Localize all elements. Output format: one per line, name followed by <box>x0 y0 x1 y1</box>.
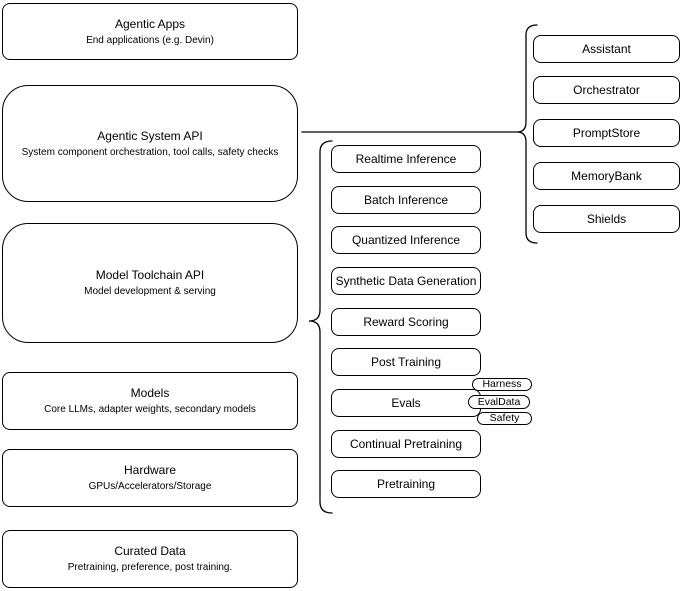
node-batch-inference: Batch Inference <box>331 186 481 214</box>
node-post-training: Post Training <box>331 348 481 376</box>
node-label: Batch Inference <box>363 192 449 207</box>
node-title: Hardware <box>123 463 177 477</box>
pill-label: Harness <box>482 378 522 390</box>
node-memorybank: MemoryBank <box>533 162 680 190</box>
pill-harness: Harness <box>472 378 532 391</box>
node-title: Agentic Apps <box>114 16 186 31</box>
pill-label: Safety <box>489 412 520 424</box>
node-label: Continual Pretraining <box>349 436 463 451</box>
node-agentic-system-api: Agentic System API System component orch… <box>2 85 298 202</box>
pill-label: EvalData <box>477 395 521 408</box>
node-assistant: Assistant <box>533 35 680 63</box>
node-label: Realtime Inference <box>355 151 457 166</box>
node-subtitle: Core LLMs, adapter weights, secondary mo… <box>44 404 256 415</box>
node-subtitle: Model development & serving <box>84 286 216 297</box>
node-title: Curated Data <box>114 544 186 558</box>
node-agentic-apps: Agentic Apps End applications (e.g. Devi… <box>2 3 298 60</box>
node-models: Models Core LLMs, adapter weights, secon… <box>2 372 298 430</box>
node-label: Pretraining <box>376 476 436 491</box>
node-evals: Evals <box>331 389 481 417</box>
node-promptstore: PromptStore <box>533 119 680 147</box>
node-label: Reward Scoring <box>363 314 449 329</box>
node-label: Assistant <box>582 41 631 56</box>
node-label: Synthetic Data Generation <box>335 273 477 288</box>
node-realtime-inference: Realtime Inference <box>331 145 481 173</box>
node-hardware: Hardware GPUs/Accelerators/Storage <box>2 449 298 507</box>
node-subtitle: GPUs/Accelerators/Storage <box>88 481 212 492</box>
node-label: MemoryBank <box>571 168 642 183</box>
pill-safety: Safety <box>477 412 532 425</box>
node-model-toolchain-api: Model Toolchain API Model development & … <box>2 223 298 343</box>
node-label: PromptStore <box>572 125 641 140</box>
node-title: Agentic System API <box>97 128 203 143</box>
node-subtitle: Pretraining, preference, post training. <box>67 562 233 573</box>
node-title: Model Toolchain API <box>95 268 205 282</box>
node-continual-pretraining: Continual Pretraining <box>331 430 481 458</box>
node-label: Post Training <box>370 354 442 369</box>
toolchain-components-brace <box>308 140 333 514</box>
node-label: Quantized Inference <box>351 232 461 247</box>
node-shields: Shields <box>533 205 680 233</box>
node-pretraining: Pretraining <box>331 470 481 498</box>
node-label: Shields <box>586 211 627 226</box>
node-subtitle: System component orchestration, tool cal… <box>21 146 279 158</box>
pill-evaldata: EvalData <box>468 395 530 409</box>
node-synthetic-data-generation: Synthetic Data Generation <box>331 267 481 295</box>
node-curated-data: Curated Data Pretraining, preference, po… <box>2 530 298 588</box>
node-label: Evals <box>391 395 421 410</box>
node-label: Orchestrator <box>573 82 640 97</box>
node-title: Models <box>130 386 170 400</box>
node-quantized-inference: Quantized Inference <box>331 226 481 254</box>
node-reward-scoring: Reward Scoring <box>331 308 481 336</box>
node-subtitle: End applications (e.g. Devin) <box>86 34 214 46</box>
node-orchestrator: Orchestrator <box>533 76 680 104</box>
